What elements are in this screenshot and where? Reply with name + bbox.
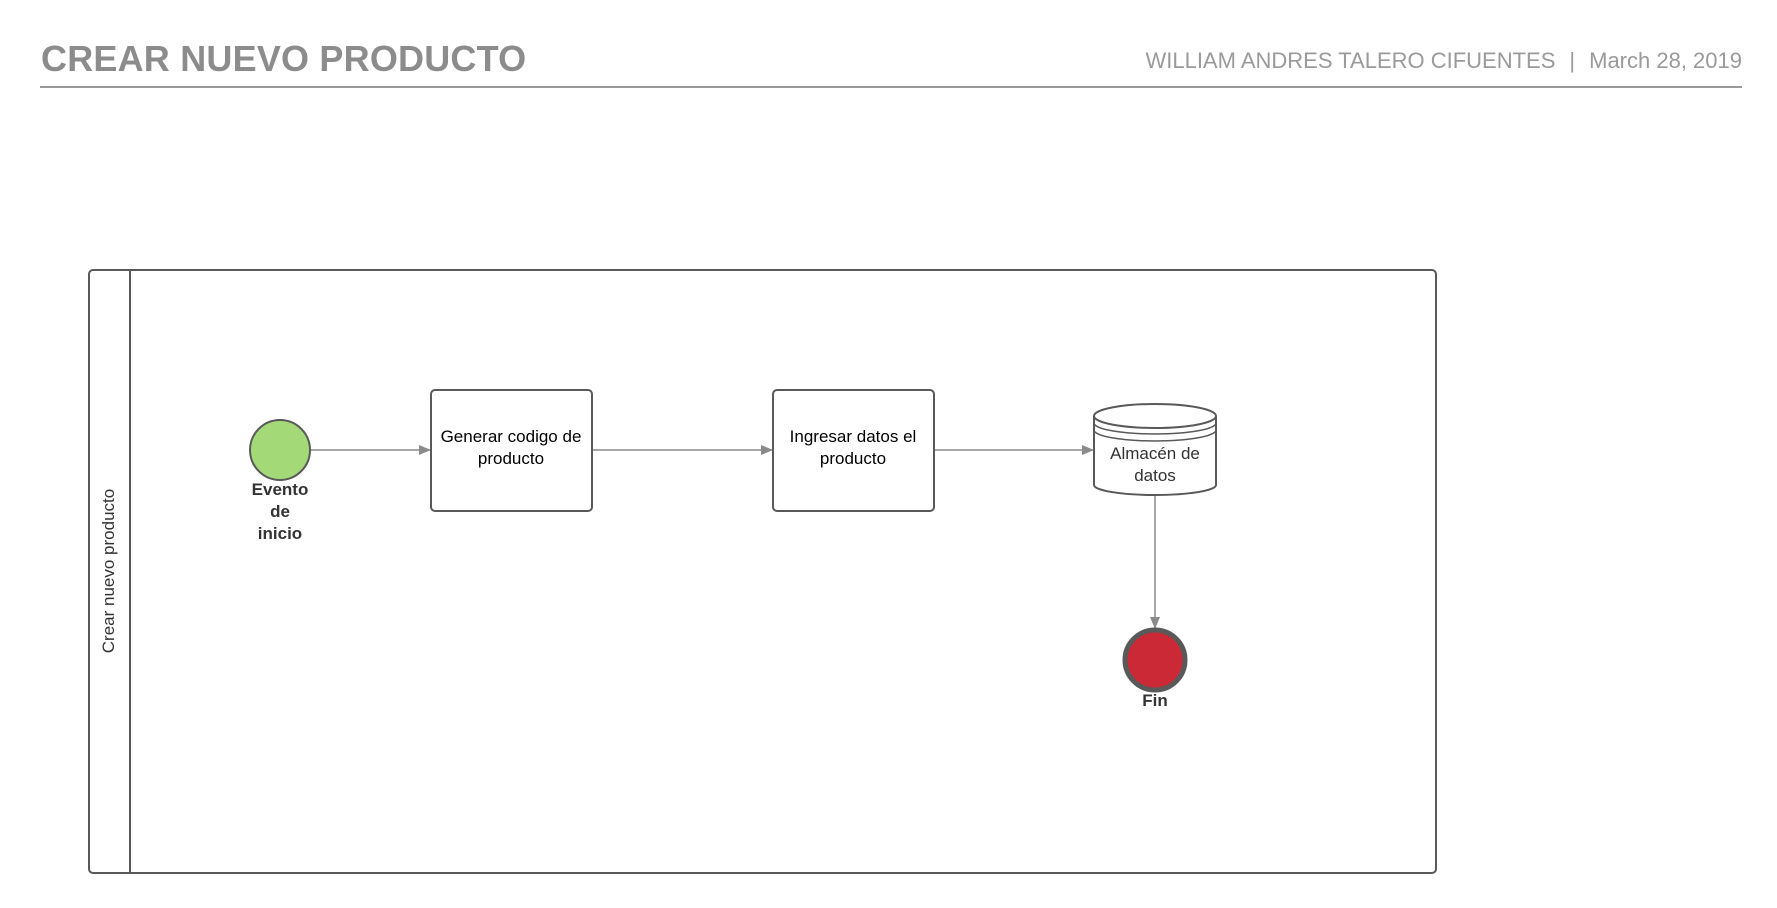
task-generate-code[interactable]: Generar codigo de producto: [430, 389, 593, 512]
end-event[interactable]: Fin: [1122, 627, 1188, 710]
page-header: CREAR NUEVO PRODUCTO WILLIAM ANDRES TALE…: [40, 28, 1742, 88]
connectors: [311, 445, 1160, 629]
start-event[interactable]: Evento de inicio: [249, 419, 311, 543]
meta-separator: |: [1569, 48, 1576, 73]
data-store-ring-1: [1093, 422, 1217, 435]
data-store-label-line-2: datos: [1134, 466, 1176, 485]
data-store-top: [1093, 403, 1217, 429]
data-store-label-line-1: Almacén de: [1110, 444, 1200, 463]
data-store[interactable]: Almacén de datos: [1093, 403, 1217, 496]
task-generate-code-label-line-2: producto: [478, 449, 544, 468]
task-generate-code-label-line-1: Generar codigo de: [441, 427, 582, 446]
task-input-data-label-line-2: producto: [820, 449, 886, 468]
task-input-data-label-line-1: Ingresar datos el: [790, 427, 917, 446]
data-store-ring-2: [1093, 429, 1217, 442]
start-event-label-line-2: de: [270, 502, 290, 521]
page-title: CREAR NUEVO PRODUCTO: [41, 38, 527, 79]
pool-frame: [88, 269, 1437, 874]
data-store-body: [1093, 416, 1217, 496]
end-event-label: Fin: [1142, 691, 1168, 710]
start-event-label-line-1: Evento: [252, 480, 309, 499]
pool-label: Crear nuevo producto: [99, 489, 118, 653]
author-name: WILLIAM ANDRES TALERO CIFUENTES: [1145, 48, 1556, 73]
document-meta: WILLIAM ANDRES TALERO CIFUENTES | March 28…: [1145, 48, 1742, 74]
end-event-circle: [1122, 627, 1188, 693]
task-input-data-box: [772, 389, 935, 512]
task-generate-code-box: [430, 389, 593, 512]
task-input-data[interactable]: Ingresar datos el producto: [772, 389, 935, 512]
start-event-label-line-3: inicio: [258, 524, 302, 543]
pool[interactable]: Crear nuevo producto: [88, 269, 1437, 874]
document-date: March 28, 2019: [1589, 48, 1742, 73]
start-event-circle: [249, 419, 311, 481]
